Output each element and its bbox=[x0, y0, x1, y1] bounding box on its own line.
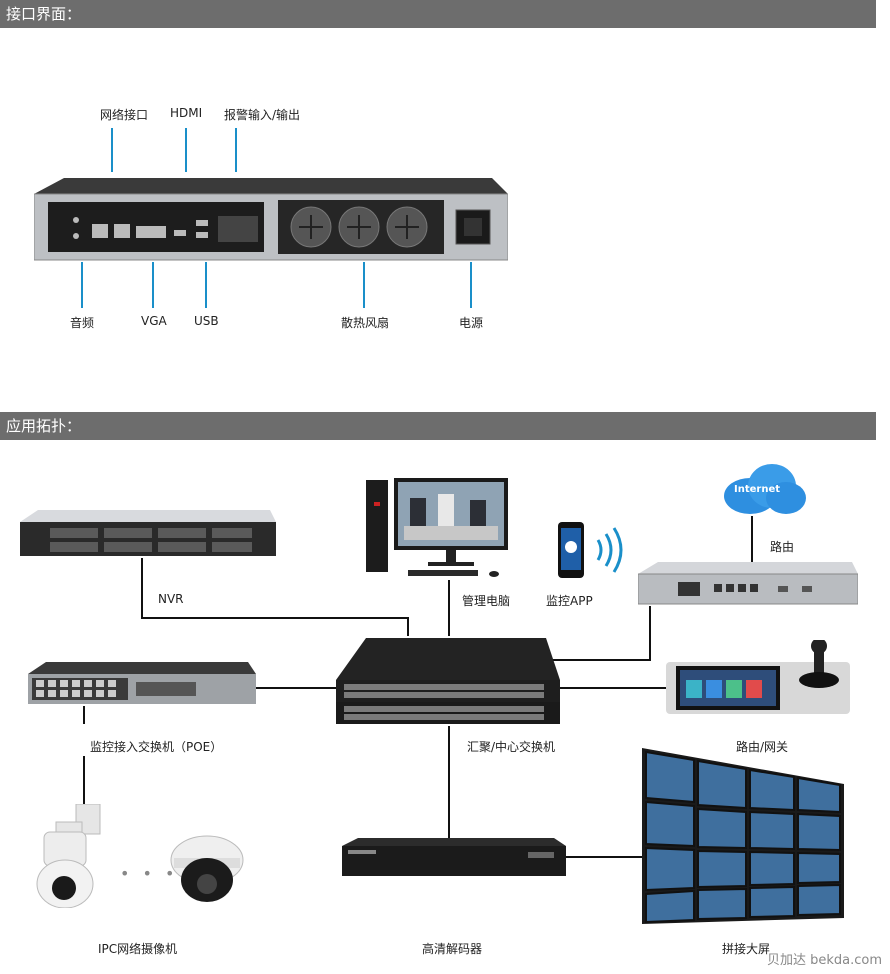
label-hdmi: HDMI bbox=[170, 106, 203, 120]
label-core-switch: 汇聚/中心交换机 bbox=[467, 740, 556, 754]
label-alarm-io: 报警输入/输出 bbox=[224, 108, 301, 122]
label-router: 路由 bbox=[770, 540, 795, 554]
label-monitor-app: 监控APP bbox=[546, 594, 593, 608]
topology-section-title: 应用拓扑： bbox=[0, 412, 876, 440]
camera-ellipsis: • • • bbox=[120, 864, 179, 883]
label-network-port: 网络接口 bbox=[100, 108, 149, 122]
label-vga: VGA bbox=[141, 314, 167, 328]
phone-device bbox=[558, 522, 634, 578]
video-wall-device bbox=[642, 748, 844, 924]
watermark: 贝加达 bekda.com bbox=[766, 953, 882, 968]
internet-cloud-icon: Internet bbox=[720, 462, 808, 518]
label-audio: 音频 bbox=[70, 316, 95, 330]
label-power: 电源 bbox=[459, 316, 484, 330]
label-nvr: NVR bbox=[158, 592, 184, 606]
label-router-gateway: 路由/网关 bbox=[736, 740, 789, 754]
label-fan: 散热风扇 bbox=[341, 316, 390, 330]
decoder-device bbox=[342, 838, 566, 878]
label-video-wall: 拼接大屏 bbox=[722, 942, 771, 956]
interface-section-title: 接口界面： bbox=[0, 0, 876, 28]
router-gateway-device bbox=[666, 638, 850, 716]
label-usb: USB bbox=[194, 314, 219, 328]
router-device bbox=[637, 560, 859, 606]
label-mgmt-pc: 管理电脑 bbox=[462, 594, 511, 608]
access-switch-device bbox=[28, 662, 256, 706]
ipc-dome-camera bbox=[168, 834, 246, 906]
internet-label: Internet bbox=[734, 484, 781, 495]
device-back-panel bbox=[33, 176, 509, 262]
nvr-device bbox=[20, 508, 276, 558]
label-decoder: 高清解码器 bbox=[422, 942, 483, 956]
label-access-switch: 监控接入交换机（POE） bbox=[90, 740, 223, 754]
ipc-speed-dome-camera bbox=[34, 803, 106, 909]
core-switch-device bbox=[336, 636, 560, 726]
mgmt-pc-device bbox=[366, 476, 508, 580]
label-ipc: IPC网络摄像机 bbox=[98, 942, 178, 956]
